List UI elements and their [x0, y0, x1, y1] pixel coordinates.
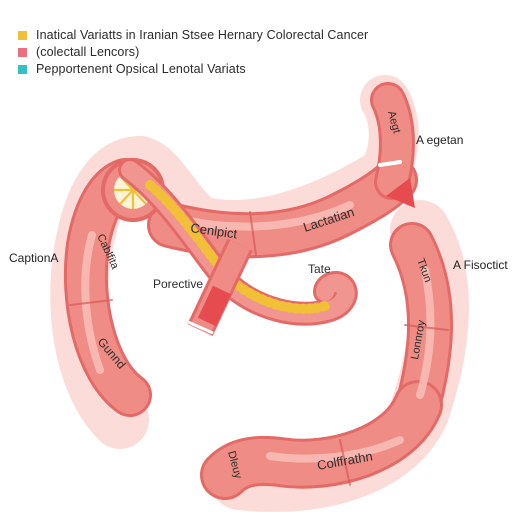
legend-label: Inatical Variatts in Iranian Stsee Herna… [36, 28, 369, 42]
legend-swatch-pink [18, 47, 27, 57]
outside-label-caption-a: CaptionA [9, 251, 59, 265]
legend-item: Inatical Variatts in Iranian Stsee Herna… [18, 27, 368, 43]
legend-label: Pepportenent Opsical Lenotal Variats [36, 62, 246, 76]
cecum-coil [101, 158, 165, 222]
legend-swatch-teal [18, 64, 27, 74]
flexure-pocket [386, 178, 415, 208]
mucosa-highlights [81, 201, 435, 463]
legend-item: Pepportenent Opsical Lenotal Variats [18, 61, 368, 77]
legend-label: (colectall Lencors) [36, 45, 140, 59]
legend-item: (colectall Lencors) [18, 44, 368, 60]
label-cenlpict: Cenlpict [190, 220, 239, 241]
label-tate: Tate [308, 262, 331, 276]
stump [187, 239, 253, 336]
segment-separators [69, 211, 449, 486]
legend: Inatical Variatts in Iranian Stsee Herna… [18, 27, 368, 78]
outside-label-a-fisoctict: A Fisoctict [453, 258, 508, 272]
outside-label-a-egetan: A egetan [416, 133, 464, 147]
label-aegt: Aegt [385, 110, 402, 135]
legend-swatch-yellow [18, 30, 27, 40]
label-porective: Porective [153, 277, 203, 291]
